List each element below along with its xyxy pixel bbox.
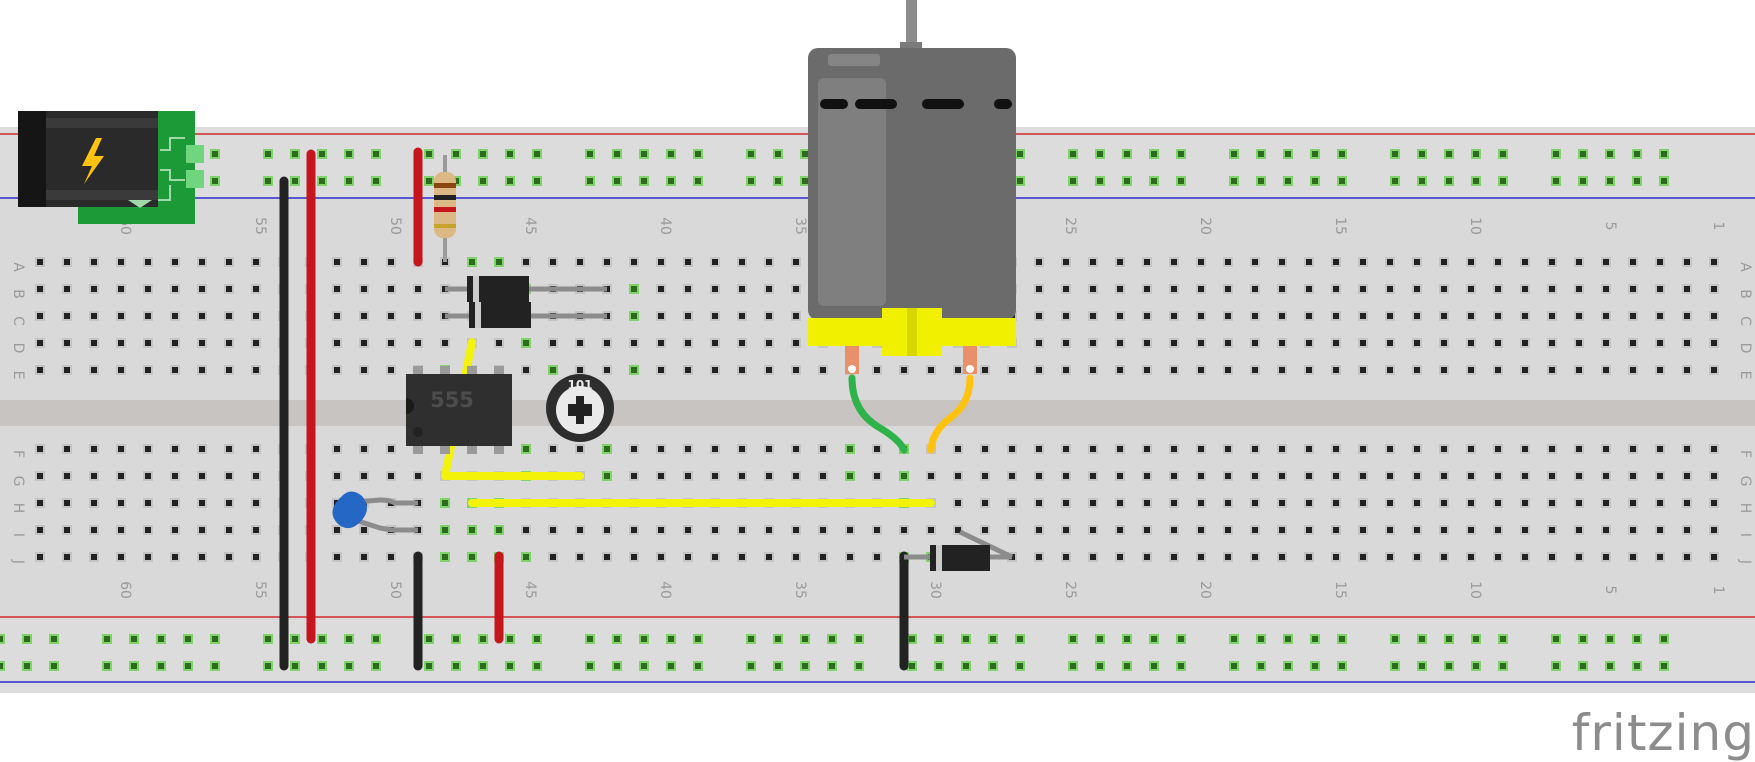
svg-text:25: 25 — [1062, 581, 1078, 599]
svg-text:10: 10 — [1467, 581, 1483, 599]
svg-text:25: 25 — [1062, 217, 1078, 235]
svg-text:50: 50 — [387, 581, 403, 599]
svg-text:H: H — [1737, 503, 1753, 514]
svg-text:C: C — [10, 316, 26, 326]
svg-text:G: G — [10, 476, 26, 487]
trimmer-potentiometer: 101 — [546, 374, 614, 442]
ic-555: 555 — [406, 366, 512, 454]
svg-text:B: B — [10, 289, 26, 299]
svg-text:20: 20 — [1197, 581, 1213, 599]
svg-text:35: 35 — [792, 581, 808, 599]
svg-text:B: B — [1737, 289, 1753, 299]
svg-text:F: F — [10, 450, 26, 458]
ceramic-capacitor — [332, 491, 418, 533]
dc-motor — [808, 0, 1016, 454]
svg-text:D: D — [1737, 343, 1753, 354]
breadboard-holes — [0, 149, 1719, 671]
svg-text:45: 45 — [522, 581, 538, 599]
motor-terminal-1 — [845, 346, 859, 374]
svg-text:I: I — [10, 533, 26, 537]
svg-text:30: 30 — [927, 581, 943, 599]
svg-text:35: 35 — [792, 217, 808, 235]
svg-text:E: E — [1737, 371, 1753, 380]
diodes — [445, 276, 1014, 571]
svg-text:5: 5 — [1602, 586, 1618, 595]
svg-text:15: 15 — [1332, 217, 1348, 235]
svg-text:40: 40 — [657, 217, 673, 235]
resistor — [434, 155, 456, 262]
svg-text:50: 50 — [387, 217, 403, 235]
svg-text:A: A — [1737, 262, 1753, 272]
svg-text:E: E — [10, 371, 26, 380]
svg-text:G: G — [1737, 476, 1753, 487]
svg-text:55: 55 — [252, 581, 268, 599]
trimmer-label: 101 — [567, 378, 592, 392]
svg-text:5: 5 — [1602, 222, 1618, 231]
lightning-icon — [82, 138, 104, 184]
barrel-jack-sleeve — [18, 111, 46, 207]
svg-text:20: 20 — [1197, 217, 1213, 235]
barrel-jack-pad-1 — [186, 145, 204, 163]
svg-text:45: 45 — [522, 217, 538, 235]
motor-terminal-2 — [963, 346, 977, 374]
svg-text:55: 55 — [252, 217, 268, 235]
svg-text:F: F — [1737, 450, 1753, 458]
motor-lead-green — [848, 374, 908, 454]
barrel-jack — [18, 111, 204, 224]
svg-text:A: A — [10, 262, 26, 272]
center-channel — [0, 400, 1755, 426]
svg-text:J: J — [1737, 559, 1753, 564]
svg-text:J: J — [10, 559, 26, 564]
fritzing-logo: fritzing — [1571, 704, 1755, 762]
svg-text:10: 10 — [1467, 217, 1483, 235]
motor-lead-orange — [927, 374, 974, 454]
barrel-jack-pad-2 — [186, 170, 204, 188]
svg-text:C: C — [1737, 316, 1753, 326]
svg-text:60: 60 — [117, 581, 133, 599]
svg-text:H: H — [10, 503, 26, 514]
motor-shaft — [906, 0, 917, 50]
svg-text:1: 1 — [1710, 222, 1726, 231]
svg-text:D: D — [10, 343, 26, 354]
ic-label: 555 — [430, 388, 474, 412]
svg-text:40: 40 — [657, 581, 673, 599]
svg-text:15: 15 — [1332, 581, 1348, 599]
svg-text:I: I — [1737, 533, 1753, 537]
svg-text:1: 1 — [1710, 586, 1726, 595]
bottom-rail-area — [0, 620, 1755, 693]
